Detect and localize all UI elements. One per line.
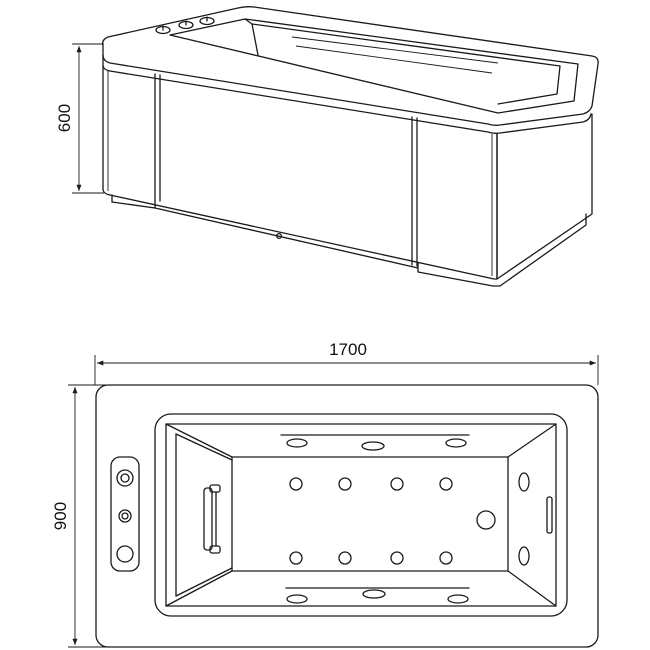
rim-outline bbox=[95, 384, 599, 648]
height-label: 600 bbox=[55, 104, 74, 132]
drain bbox=[476, 510, 496, 530]
plan-view: 1700 900 bbox=[51, 340, 599, 648]
end-wall-jets bbox=[518, 472, 553, 566]
control-panel bbox=[110, 456, 140, 572]
floor-jets-row-1 bbox=[289, 477, 453, 491]
length-label: 1700 bbox=[329, 340, 367, 359]
wall-jets-bottom bbox=[286, 589, 469, 604]
basin-floor bbox=[231, 456, 509, 572]
grab-handle bbox=[203, 484, 221, 554]
control-knobs bbox=[155, 16, 215, 35]
drain-dot bbox=[275, 232, 283, 240]
width-label: 900 bbox=[51, 502, 70, 530]
tub-end-panel bbox=[496, 113, 593, 280]
tub-front-apron bbox=[102, 65, 498, 280]
tub-basin-opening bbox=[169, 18, 579, 114]
height-dimension: 600 bbox=[55, 43, 104, 194]
length-dimension: 1700 bbox=[94, 340, 599, 385]
perspective-view: 600 bbox=[55, 6, 599, 287]
floor-jets-row-2 bbox=[289, 551, 453, 565]
basin-outer-edge bbox=[154, 413, 568, 617]
tub-rim-outer bbox=[101, 6, 599, 126]
width-dimension: 900 bbox=[51, 384, 108, 648]
wall-jets-top bbox=[286, 438, 467, 451]
